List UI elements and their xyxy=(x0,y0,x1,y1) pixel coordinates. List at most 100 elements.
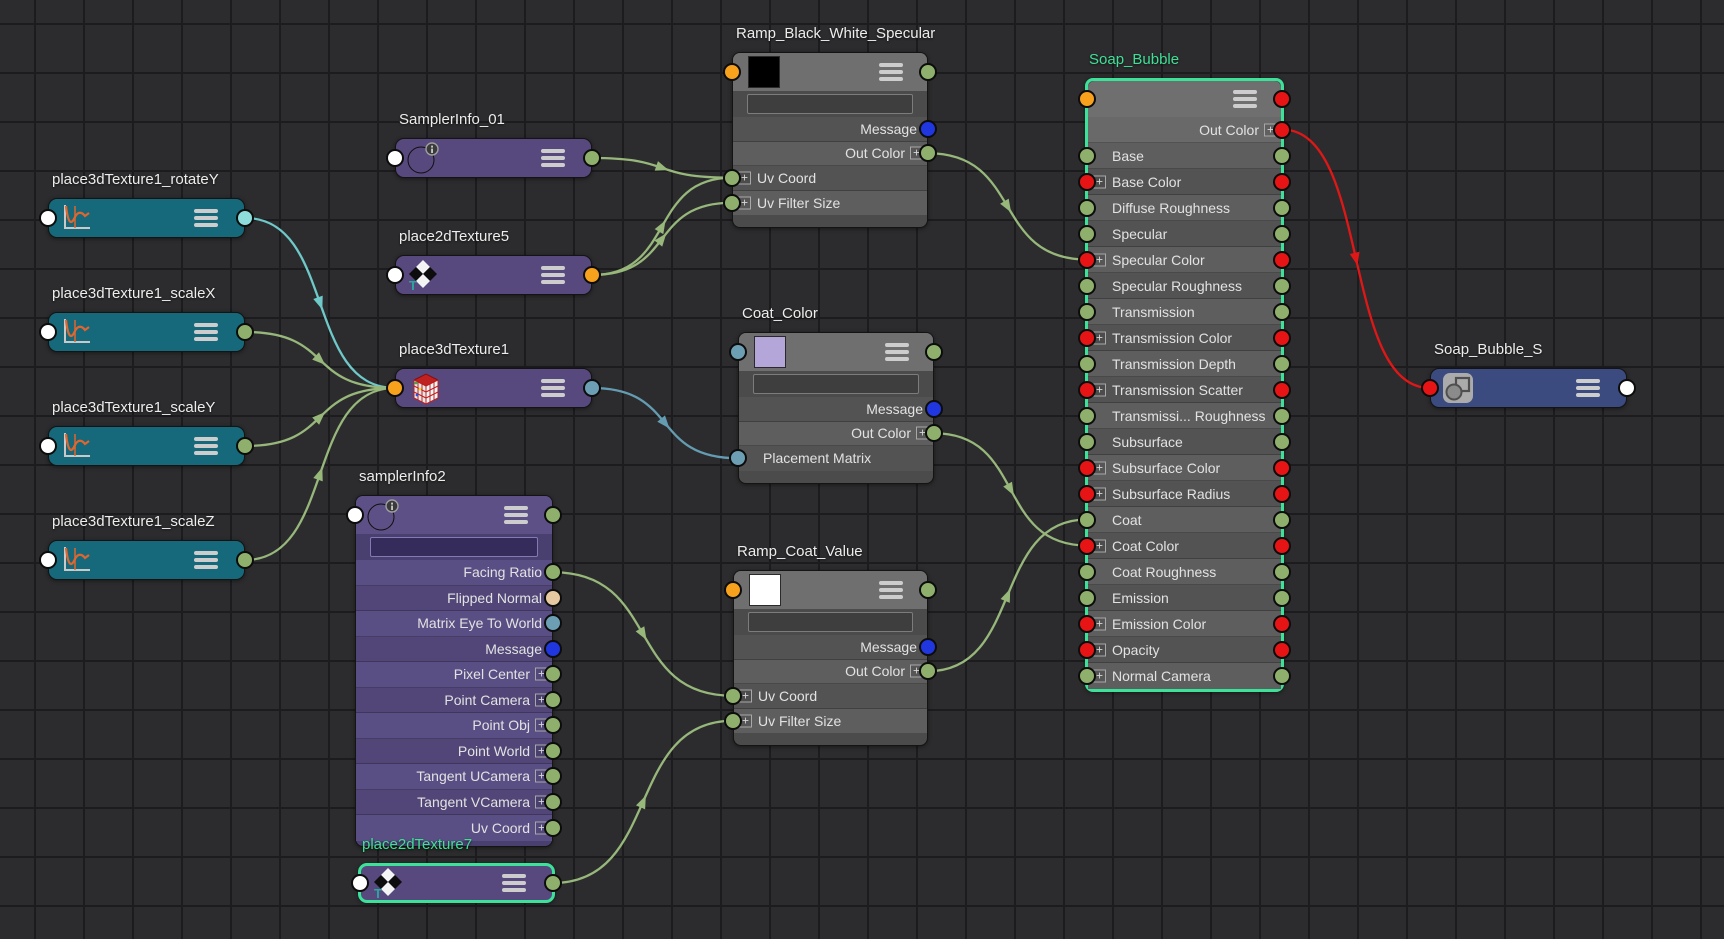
node-p2t7[interactable]: T xyxy=(351,863,562,903)
output-port[interactable] xyxy=(544,639,562,658)
output-port[interactable] xyxy=(544,563,562,582)
input-port[interactable] xyxy=(1078,562,1096,581)
node-header[interactable] xyxy=(729,333,943,371)
output-port[interactable] xyxy=(1273,90,1291,108)
output-port[interactable] xyxy=(1273,614,1291,633)
output-port[interactable] xyxy=(919,144,937,163)
output-port[interactable] xyxy=(1618,379,1636,397)
input-port[interactable] xyxy=(1078,510,1096,529)
menu-icon[interactable] xyxy=(194,320,218,344)
output-port[interactable] xyxy=(925,424,943,443)
output-port[interactable] xyxy=(919,119,937,138)
output-port[interactable] xyxy=(544,767,562,786)
input-port[interactable] xyxy=(1078,640,1096,659)
node-sinfo01[interactable] xyxy=(386,138,601,178)
output-port[interactable] xyxy=(1273,406,1291,425)
output-port[interactable] xyxy=(583,379,601,397)
menu-icon[interactable] xyxy=(879,578,903,602)
node-soapsg[interactable] xyxy=(1421,368,1636,408)
input-port[interactable] xyxy=(1078,432,1096,451)
node-p3sclX[interactable] xyxy=(39,312,254,352)
input-port[interactable] xyxy=(1078,328,1096,347)
output-port[interactable] xyxy=(1273,562,1291,581)
input-port[interactable] xyxy=(1078,614,1096,633)
output-port[interactable] xyxy=(919,581,937,599)
input-port[interactable] xyxy=(39,323,57,341)
output-port[interactable] xyxy=(1273,640,1291,659)
output-port[interactable] xyxy=(544,588,562,607)
output-port[interactable] xyxy=(925,343,943,361)
output-port[interactable] xyxy=(1273,250,1291,269)
node-p3sclY[interactable] xyxy=(39,426,254,466)
input-port[interactable] xyxy=(346,506,364,524)
output-port[interactable] xyxy=(1273,380,1291,399)
input-port[interactable] xyxy=(723,63,741,81)
input-port[interactable] xyxy=(723,193,741,212)
output-port[interactable] xyxy=(1273,484,1291,503)
node-p3rotY[interactable] xyxy=(39,198,254,238)
input-port[interactable] xyxy=(1078,536,1096,555)
output-port[interactable] xyxy=(1273,224,1291,243)
input-port[interactable] xyxy=(386,149,404,167)
input-port[interactable] xyxy=(39,551,57,569)
input-port[interactable] xyxy=(729,449,747,468)
output-port[interactable] xyxy=(583,266,601,284)
color-swatch[interactable] xyxy=(754,336,786,368)
output-port[interactable] xyxy=(544,690,562,709)
node-name-field[interactable] xyxy=(753,374,919,394)
input-port[interactable] xyxy=(1078,406,1096,425)
menu-icon[interactable] xyxy=(1233,87,1257,111)
output-port[interactable] xyxy=(1273,510,1291,529)
menu-icon[interactable] xyxy=(194,548,218,572)
output-port[interactable] xyxy=(544,506,562,524)
output-port[interactable] xyxy=(1273,276,1291,295)
node-header[interactable] xyxy=(346,496,562,534)
output-port[interactable] xyxy=(1273,302,1291,321)
input-port[interactable] xyxy=(1078,250,1096,269)
input-port[interactable] xyxy=(1078,354,1096,373)
input-port[interactable] xyxy=(1078,198,1096,217)
output-port[interactable] xyxy=(925,399,943,418)
input-port[interactable] xyxy=(351,874,369,892)
output-port[interactable] xyxy=(583,149,601,167)
node-name-field[interactable] xyxy=(370,537,538,557)
color-swatch[interactable] xyxy=(748,56,780,88)
output-port[interactable] xyxy=(544,818,562,837)
input-port[interactable] xyxy=(1078,146,1096,165)
input-port[interactable] xyxy=(724,686,742,705)
output-port[interactable] xyxy=(1273,588,1291,607)
output-port[interactable] xyxy=(544,665,562,684)
input-port[interactable] xyxy=(1078,172,1096,191)
menu-icon[interactable] xyxy=(541,146,565,170)
output-port[interactable] xyxy=(1273,120,1291,139)
node-p3sclZ[interactable] xyxy=(39,540,254,580)
output-port[interactable] xyxy=(236,551,254,569)
input-port[interactable] xyxy=(724,711,742,730)
menu-icon[interactable] xyxy=(541,376,565,400)
color-swatch[interactable] xyxy=(749,574,781,606)
menu-icon[interactable] xyxy=(504,503,528,527)
output-port[interactable] xyxy=(1273,172,1291,191)
output-port[interactable] xyxy=(236,437,254,455)
output-port[interactable] xyxy=(1273,667,1291,685)
output-port[interactable] xyxy=(1273,146,1291,165)
input-port[interactable] xyxy=(729,343,747,361)
menu-icon[interactable] xyxy=(502,871,526,895)
output-port[interactable] xyxy=(919,63,937,81)
node-p3t1[interactable] xyxy=(386,368,601,408)
output-port[interactable] xyxy=(544,614,562,633)
input-port[interactable] xyxy=(1078,224,1096,243)
input-port[interactable] xyxy=(723,168,741,187)
input-port[interactable] xyxy=(1078,458,1096,477)
node-header[interactable] xyxy=(1078,81,1291,117)
output-port[interactable] xyxy=(236,323,254,341)
output-port[interactable] xyxy=(544,741,562,760)
input-port[interactable] xyxy=(1078,302,1096,321)
output-port[interactable] xyxy=(1273,432,1291,451)
menu-icon[interactable] xyxy=(541,263,565,287)
input-port[interactable] xyxy=(1421,379,1439,397)
output-port[interactable] xyxy=(236,209,254,227)
